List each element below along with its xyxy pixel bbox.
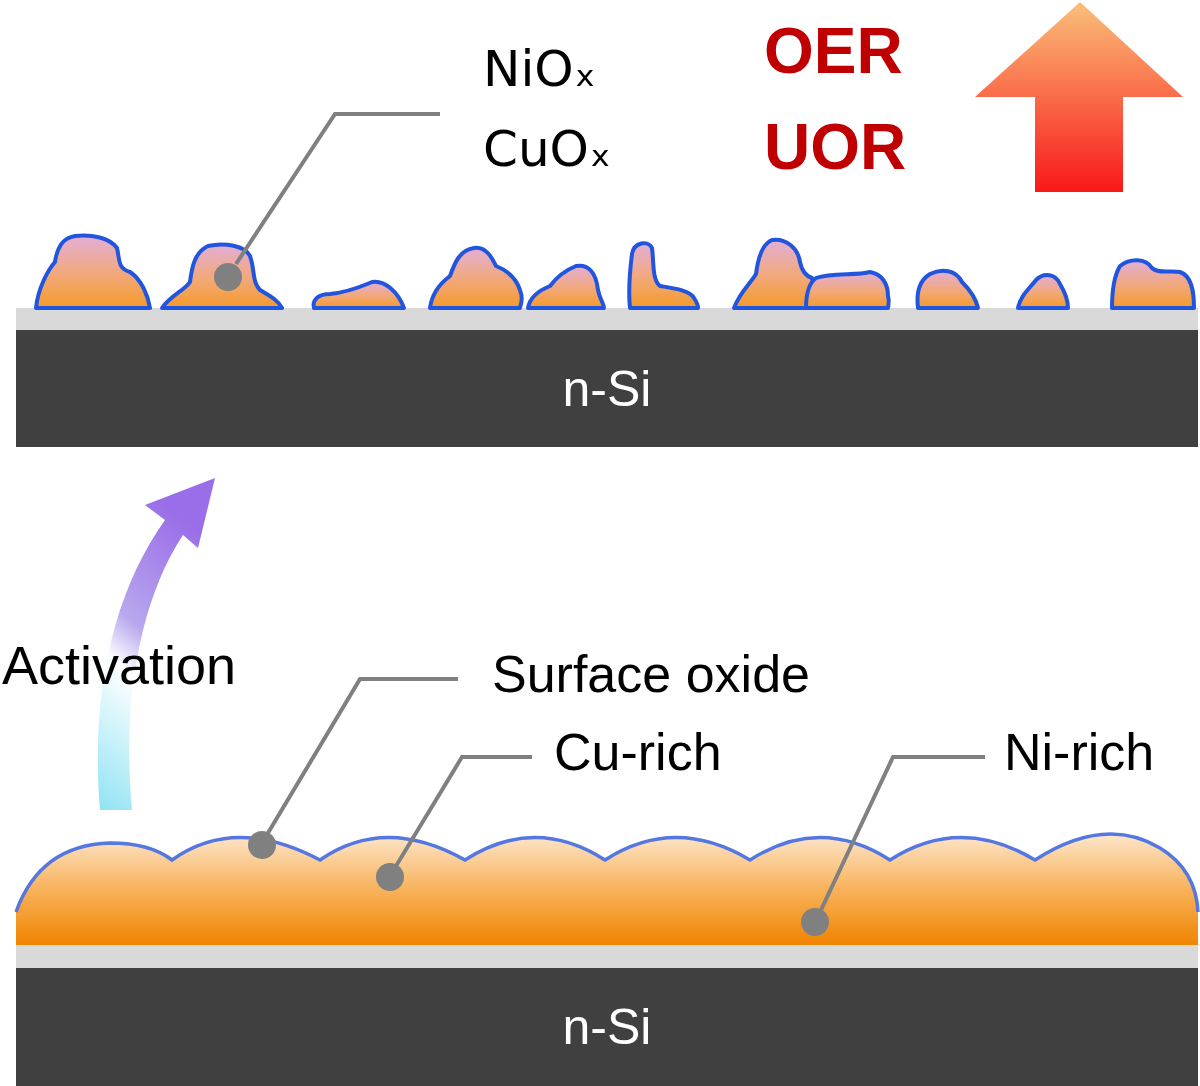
substrate-band: n-Si bbox=[16, 330, 1198, 447]
increase-arrow bbox=[975, 2, 1183, 192]
part-label: Cu-rich bbox=[554, 724, 722, 781]
process-label: Activation bbox=[2, 636, 236, 695]
leader-line bbox=[821, 757, 985, 910]
substrate-band: n-Si bbox=[16, 968, 1198, 1086]
bimetal-film bbox=[16, 834, 1198, 945]
leader-dot bbox=[801, 908, 829, 936]
leader-dot bbox=[248, 831, 276, 859]
substrate-label: n-Si bbox=[563, 360, 652, 418]
material-label: CuOₓ bbox=[483, 122, 611, 177]
interlayer bbox=[16, 308, 1198, 330]
leader-line bbox=[396, 757, 532, 866]
leader-dot bbox=[214, 263, 242, 291]
material-label: NiOₓ bbox=[483, 42, 596, 97]
oxide-particles bbox=[36, 236, 1194, 309]
surface-oxide-line bbox=[16, 834, 1198, 912]
leader-line bbox=[236, 114, 440, 264]
reaction-label: UOR bbox=[764, 112, 906, 182]
substrate-label: n-Si bbox=[563, 998, 652, 1056]
leader-dot bbox=[376, 863, 404, 891]
part-label: Surface oxide bbox=[492, 646, 810, 703]
reaction-label: OER bbox=[764, 16, 903, 86]
interlayer bbox=[16, 945, 1198, 968]
part-label: Ni-rich bbox=[1004, 724, 1154, 781]
